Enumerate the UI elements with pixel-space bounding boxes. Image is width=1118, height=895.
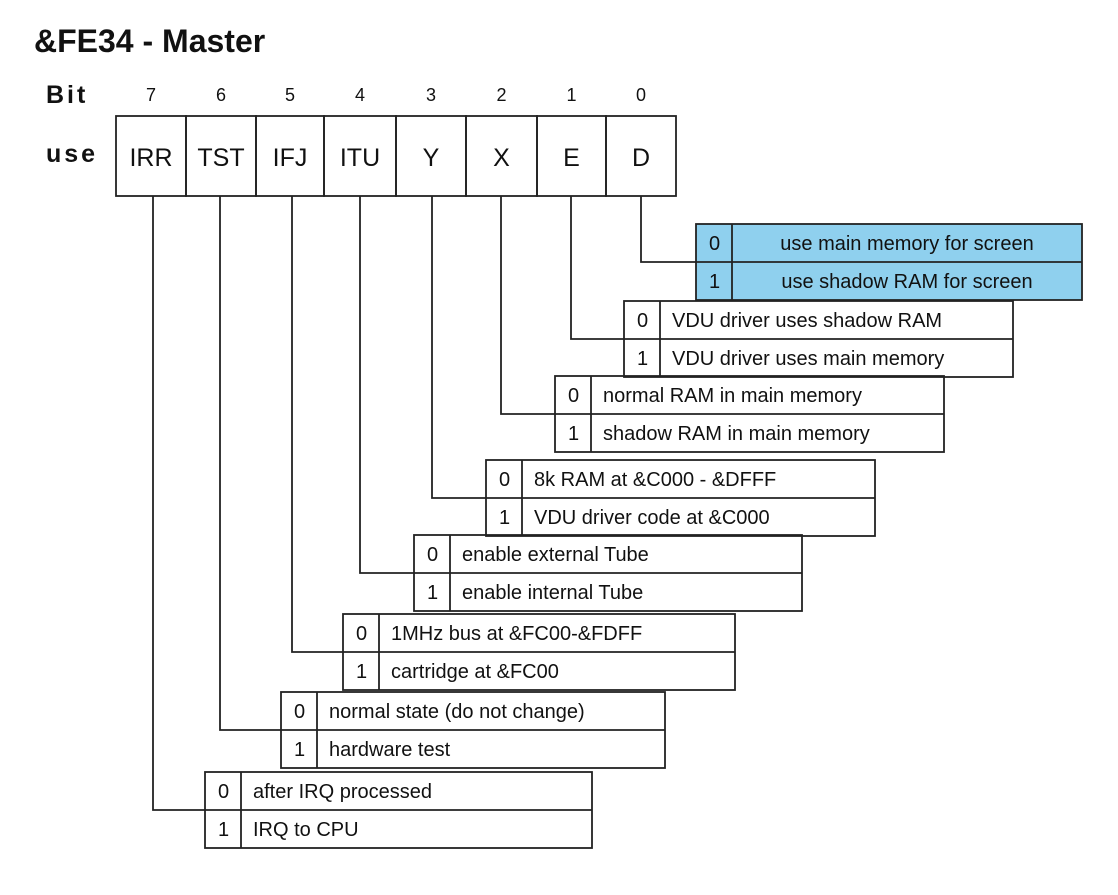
connector-bit-1 (570, 196, 624, 340)
field-name-6: TST (197, 144, 244, 172)
option-text-5-0: 1MHz bus at &FC00-&FDFF (391, 623, 642, 645)
option-text-4-1: enable internal Tube (462, 582, 643, 604)
option-table-bit-5: 0 1MHz bus at &FC00-&FDFF 1 cartridge at &F… (342, 613, 736, 691)
connectors (152, 196, 696, 811)
option-value-0-1: 1 (709, 271, 720, 293)
option-text-0-0: use main memory for screen (780, 233, 1033, 255)
field-name-7: IRR (129, 144, 172, 172)
connector-bit-6 (219, 196, 281, 731)
option-value-2-1: 1 (568, 423, 579, 445)
use-row-label: use (46, 140, 98, 168)
connector-bit-4 (359, 196, 414, 574)
connector-bit-5 (291, 196, 343, 653)
bit-number-2: 2 (496, 85, 506, 105)
option-value-5-0: 0 (356, 623, 367, 645)
option-text-5-1: cartridge at &FC00 (391, 661, 559, 683)
option-value-3-1: 1 (499, 507, 510, 529)
diagram-title: &FE34 - Master (34, 23, 265, 59)
connector-bit-3 (431, 196, 486, 499)
bit-number-7: 7 (146, 85, 156, 105)
bit-row-label: Bit (46, 81, 88, 109)
bit-number-1: 1 (566, 85, 576, 105)
option-text-7-1: IRQ to CPU (253, 819, 359, 841)
option-value-4-0: 0 (427, 544, 438, 566)
connector-bit-0 (640, 196, 696, 263)
option-text-1-1: VDU driver uses main memory (672, 348, 944, 370)
bit-number-6: 6 (216, 85, 226, 105)
bit-number-5: 5 (285, 85, 295, 105)
option-text-6-0: normal state (do not change) (329, 701, 585, 723)
register-cells: IRR TST IFJ ITU Y X E D (115, 115, 677, 197)
option-value-0-0: 0 (709, 233, 720, 255)
option-value-6-1: 1 (294, 739, 305, 761)
connector-bit-2 (500, 196, 555, 415)
field-name-2: X (493, 144, 510, 172)
field-name-1: E (563, 144, 580, 172)
field-name-5: IFJ (273, 144, 308, 172)
option-value-1-1: 1 (637, 348, 648, 370)
option-text-2-1: shadow RAM in main memory (603, 423, 870, 445)
option-text-3-1: VDU driver code at &C000 (534, 507, 770, 529)
option-text-6-1: hardware test (329, 739, 451, 761)
option-table-bit-1: 0 VDU driver uses shadow RAM 1 VDU driver u… (623, 300, 1014, 378)
option-value-1-0: 0 (637, 310, 648, 332)
option-table-bit-4: 0 enable external Tube 1 enable internal Tu… (413, 534, 803, 612)
option-value-3-0: 0 (499, 469, 510, 491)
bit-number-4: 4 (355, 85, 365, 105)
option-table-bit-2: 0 normal RAM in main memory 1 shadow RAM in… (554, 375, 945, 453)
option-value-7-0: 0 (218, 781, 229, 803)
option-text-2-0: normal RAM in main memory (603, 385, 862, 407)
option-text-3-0: 8k RAM at &C000 - &DFFF (534, 469, 776, 491)
option-text-7-0: after IRQ processed (253, 781, 432, 803)
bit-number-3: 3 (426, 85, 436, 105)
option-value-5-1: 1 (356, 661, 367, 683)
field-name-3: Y (423, 144, 440, 172)
option-text-1-0: VDU driver uses shadow RAM (672, 310, 942, 332)
option-table-bit-0: 0 use main memory for screen 1 use shadow R… (695, 223, 1083, 301)
field-name-0: D (632, 144, 650, 172)
field-name-4: ITU (340, 144, 380, 172)
option-table-bit-3: 0 8k RAM at &C000 - &DFFF 1 VDU driver code… (485, 459, 876, 537)
bit-number-0: 0 (636, 85, 646, 105)
option-value-4-1: 1 (427, 582, 438, 604)
option-text-0-1: use shadow RAM for screen (781, 271, 1032, 293)
option-value-7-1: 1 (218, 819, 229, 841)
connector-bit-7 (152, 196, 205, 811)
option-table-bit-7: 0 after IRQ processed 1 IRQ to CPU (204, 771, 593, 849)
option-value-2-0: 0 (568, 385, 579, 407)
option-value-6-0: 0 (294, 701, 305, 723)
option-text-4-0: enable external Tube (462, 544, 649, 566)
option-table-bit-6: 0 normal state (do not change) 1 hardware t… (280, 691, 666, 769)
